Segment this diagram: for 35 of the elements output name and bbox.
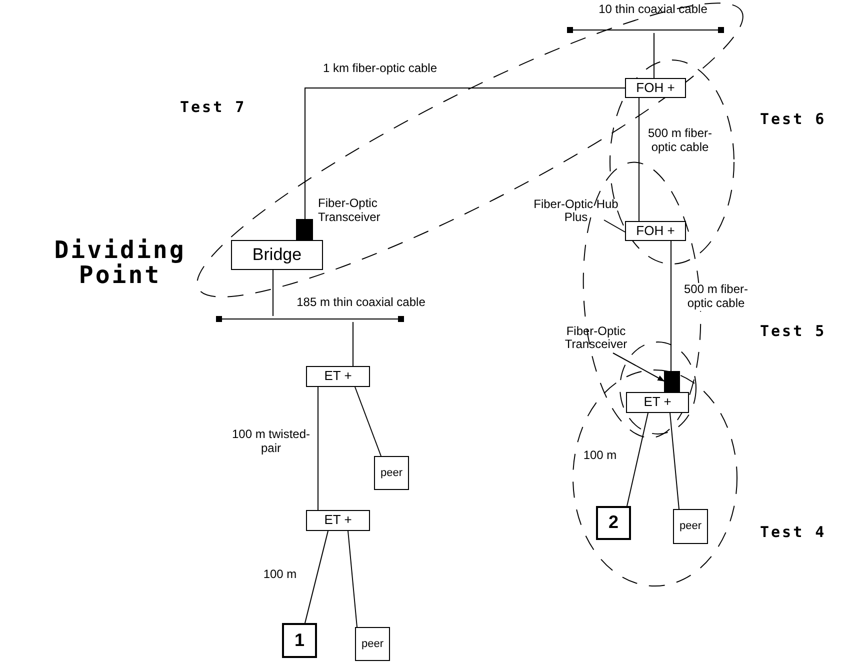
cable-line xyxy=(304,530,328,624)
cable-line xyxy=(272,270,274,316)
transceiver-block xyxy=(664,371,680,392)
leader-line xyxy=(604,220,626,232)
test-label: Test 5 xyxy=(760,322,826,340)
device-box: ET + xyxy=(626,392,689,413)
device-box: FOH + xyxy=(625,78,686,98)
cable-line xyxy=(304,88,626,220)
cable-line xyxy=(638,98,640,222)
device-box: peer xyxy=(355,627,390,661)
cable-label: 185 m thin coaxial cable xyxy=(296,296,426,310)
test-label: Test 7 xyxy=(180,98,246,116)
device-box: 2 xyxy=(596,506,631,540)
cable-line xyxy=(348,530,358,628)
cable-line xyxy=(354,386,382,456)
cable-label: 10 thin coaxial cable xyxy=(598,3,708,17)
device-box: ET + xyxy=(306,510,370,531)
device-box: peer xyxy=(374,456,409,490)
test-label: Test 6 xyxy=(760,110,826,128)
cable-line xyxy=(352,322,354,366)
test-label: Test 4 xyxy=(760,523,826,541)
device-box: FOH + xyxy=(625,221,686,241)
cable-label: Fiber-Optic Transceiver xyxy=(318,197,382,225)
section-heading: Dividing Point xyxy=(53,238,187,288)
coaxial-bus-line xyxy=(567,27,724,33)
device-box: Bridge xyxy=(231,240,323,270)
device-box: peer xyxy=(673,509,708,544)
leader-line xyxy=(612,352,665,382)
cable-line xyxy=(626,412,648,506)
transceiver-block xyxy=(296,219,313,240)
cable-line xyxy=(670,240,672,372)
cable-line xyxy=(670,412,680,510)
device-box: ET + xyxy=(306,366,370,387)
coaxial-bus-line xyxy=(216,316,404,322)
device-box: 1 xyxy=(282,623,317,658)
